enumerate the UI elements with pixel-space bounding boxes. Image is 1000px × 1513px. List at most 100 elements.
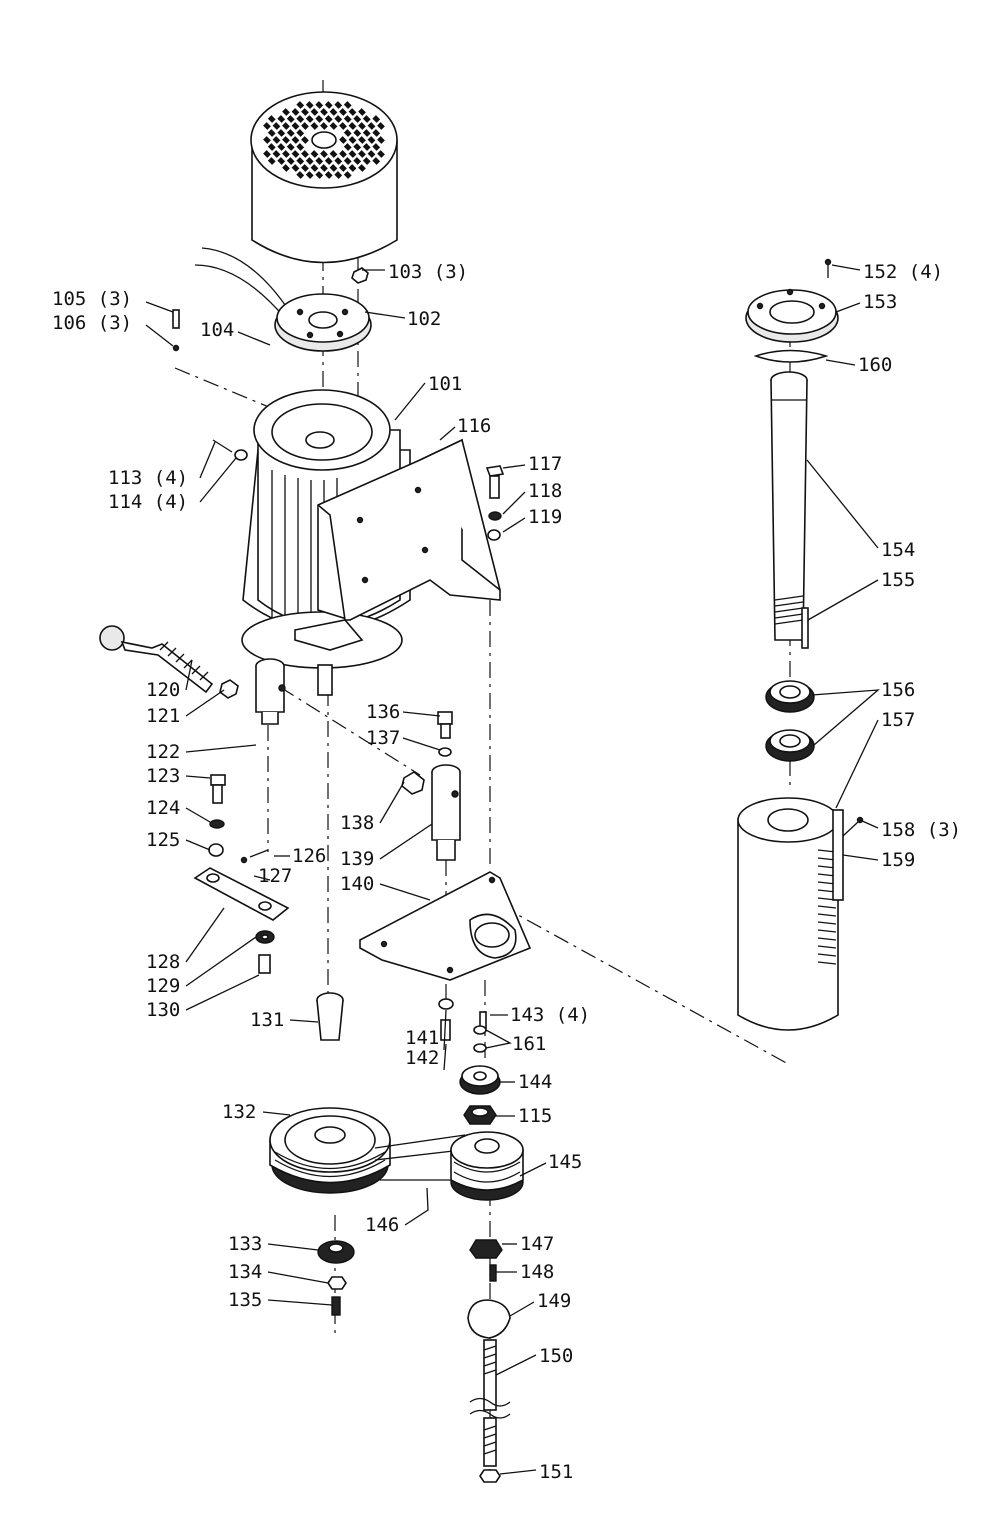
vent-hole [348,108,357,116]
part-labels: 105 (3) 106 (3) 103 (3) 104 102 101 116 … [52,261,961,1483]
vent-hole [339,136,347,144]
label-132: 132 [222,1101,256,1123]
label-149: 149 [537,1290,571,1312]
vent-hole [305,171,314,179]
label-114: 114 (4) [108,491,188,513]
vent-hole [301,136,309,144]
leader-lines [145,264,880,1475]
screw-148 [489,1264,497,1282]
vent-hole [296,171,305,179]
motor-bracket-116 [294,438,501,651]
base-plate-140 [359,871,532,981]
vent-hole [291,136,300,144]
label-161: 161 [512,1033,546,1055]
vent-hole [348,150,357,158]
vent-hole [305,157,314,165]
label-135: 135 [228,1289,262,1311]
vent-hole [329,108,338,116]
vent-hole [296,143,305,151]
bolt-136 [437,711,453,757]
bearing-144 [459,1065,501,1095]
vent-hole [353,129,362,137]
vent-hole [315,115,324,123]
nut-134 [327,1276,347,1290]
vent-hole [329,122,338,130]
ring-160 [753,349,829,363]
bolt-123 [208,774,226,857]
label-150: 150 [539,1345,573,1367]
nut-151 [479,1469,501,1483]
vent-hole [372,129,381,137]
vent-hole [282,150,290,158]
label-138: 138 [340,812,374,834]
vent-hole [353,115,362,123]
vent-hole [339,150,347,158]
label-155: 155 [881,569,915,591]
vent-hole [282,136,290,144]
vent-hole [324,101,333,109]
screw-158 [842,816,864,837]
vent-hole [343,129,352,137]
vent-hole [320,108,328,116]
bearing-156b [765,729,815,762]
vent-hole [324,171,333,179]
label-106: 106 (3) [52,312,132,334]
vent-hole [358,136,366,144]
vent-hole [324,157,333,165]
vent-hole [362,115,371,123]
vent-hole [277,143,286,151]
vent-hole [358,122,366,130]
vent-hole [343,171,352,179]
screw-113 [212,439,248,461]
belt-146 [374,1134,466,1181]
bearing-cap-102 [194,247,372,352]
threaded-rod-150 [469,1339,511,1467]
label-160: 160 [858,354,892,376]
label-102: 102 [407,308,441,330]
label-104: 104 [200,319,234,341]
vent-hole [343,115,352,123]
vent-hole [377,150,385,158]
label-154: 154 [881,539,915,561]
label-105: 105 (3) [52,288,132,310]
vent-hole [296,157,305,165]
label-123: 123 [146,765,180,787]
label-120: 120 [146,679,180,701]
label-134: 134 [228,1261,262,1283]
sleeve-131 [316,992,344,1041]
vent-hole [367,150,376,158]
label-153: 153 [863,291,897,313]
vent-hole [277,157,286,165]
label-157: 157 [881,709,915,731]
label-122: 122 [146,741,180,763]
vent-hole [272,136,281,144]
label-119: 119 [528,506,562,528]
pin-126 [240,849,269,864]
vent-hole [362,129,371,137]
vent-hole [286,129,295,137]
washer-129 [255,930,275,974]
plate-128 [193,867,290,921]
label-148: 148 [520,1261,554,1283]
vent-hole [372,157,381,165]
vent-hole [310,150,319,158]
vent-hole [377,122,385,130]
label-152: 152 (4) [863,261,943,283]
bearing-156a [765,680,815,713]
vent-hole [263,150,271,158]
vent-hole [272,122,281,130]
vent-hole [305,115,314,123]
vent-hole [372,115,381,123]
spindle-154 [770,371,808,641]
vent-hole [267,157,276,165]
collar-122 [255,658,286,725]
bearing-133 [317,1240,355,1264]
vent-hole [358,108,366,116]
vent-hole [353,143,362,151]
label-126: 126 [292,845,326,867]
label-127: 127 [258,865,292,887]
vent-hole [301,108,309,116]
vent-hole [282,122,290,130]
vent-hole [301,164,309,172]
